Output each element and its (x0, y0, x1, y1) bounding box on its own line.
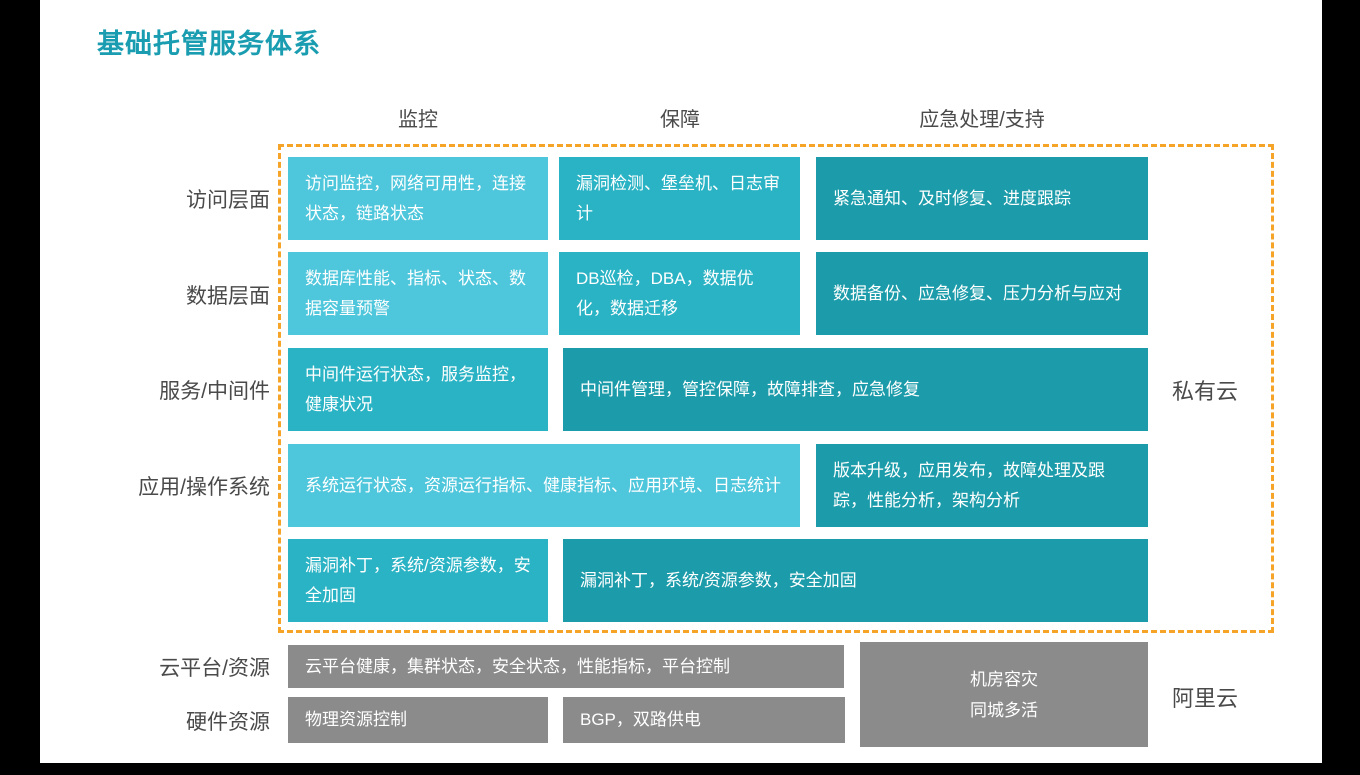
cell-patch-guarantee-emergency: 漏洞补丁，系统/资源参数，安全加固 (563, 539, 1148, 622)
zone-label-ali-cloud: 阿里云 (1172, 686, 1239, 711)
cell-disaster-recovery: 机房容灾 同城多活 (860, 642, 1148, 747)
cell-app-emergency: 版本升级，应用发布，故障处理及跟踪，性能分析，架构分析 (816, 444, 1148, 527)
page-title: 基础托管服务体系 (97, 29, 321, 59)
slide-canvas: 基础托管服务体系 监控 保障 应急处理/支持 访问层面 数据层面 服务/中间件 … (40, 0, 1322, 763)
disaster-recovery-line2: 同城多活 (970, 700, 1038, 720)
disaster-recovery-line1: 机房容灾 (970, 669, 1038, 689)
row-label-hardware: 硬件资源 (186, 711, 270, 734)
zone-label-private-cloud: 私有云 (1172, 379, 1239, 404)
cell-middleware-guarantee-emergency: 中间件管理，管控保障，故障排查，应急修复 (563, 348, 1148, 431)
row-label-cloud-platform: 云平台/资源 (159, 657, 270, 680)
cell-cloud-platform-control: 云平台健康，集群状态，安全状态，性能指标，平台控制 (288, 645, 844, 688)
cell-physical-resource-control: 物理资源控制 (288, 697, 548, 743)
row-label-app-os: 应用/操作系统 (138, 476, 270, 499)
column-header-emergency-support: 应急处理/支持 (919, 109, 1045, 131)
cell-app-monitoring-guarantee: 系统运行状态，资源运行指标、健康指标、应用环境、日志统计 (288, 444, 800, 527)
cell-access-monitoring: 访问监控，网络可用性，连接状态，链路状态 (288, 157, 548, 240)
cell-data-emergency: 数据备份、应急修复、压力分析与应对 (816, 252, 1148, 335)
row-label-service-middleware: 服务/中间件 (159, 380, 270, 403)
column-header-monitoring: 监控 (398, 109, 438, 131)
row-label-data-layer: 数据层面 (186, 285, 270, 308)
cell-bgp-power: BGP，双路供电 (563, 697, 845, 743)
cell-middleware-monitoring: 中间件运行状态，服务监控，健康状况 (288, 348, 548, 431)
column-header-guarantee: 保障 (660, 109, 700, 131)
row-label-access-layer: 访问层面 (186, 189, 270, 212)
cell-data-monitoring: 数据库性能、指标、状态、数据容量预警 (288, 252, 548, 335)
cell-patch-monitoring: 漏洞补丁，系统/资源参数，安全加固 (288, 539, 548, 622)
cell-access-guarantee: 漏洞检测、堡垒机、日志审计 (559, 157, 800, 240)
cell-access-emergency: 紧急通知、及时修复、进度跟踪 (816, 157, 1148, 240)
cell-data-guarantee: DB巡检，DBA，数据优化，数据迁移 (559, 252, 800, 335)
private-cloud-dashed-frame (278, 144, 1274, 633)
